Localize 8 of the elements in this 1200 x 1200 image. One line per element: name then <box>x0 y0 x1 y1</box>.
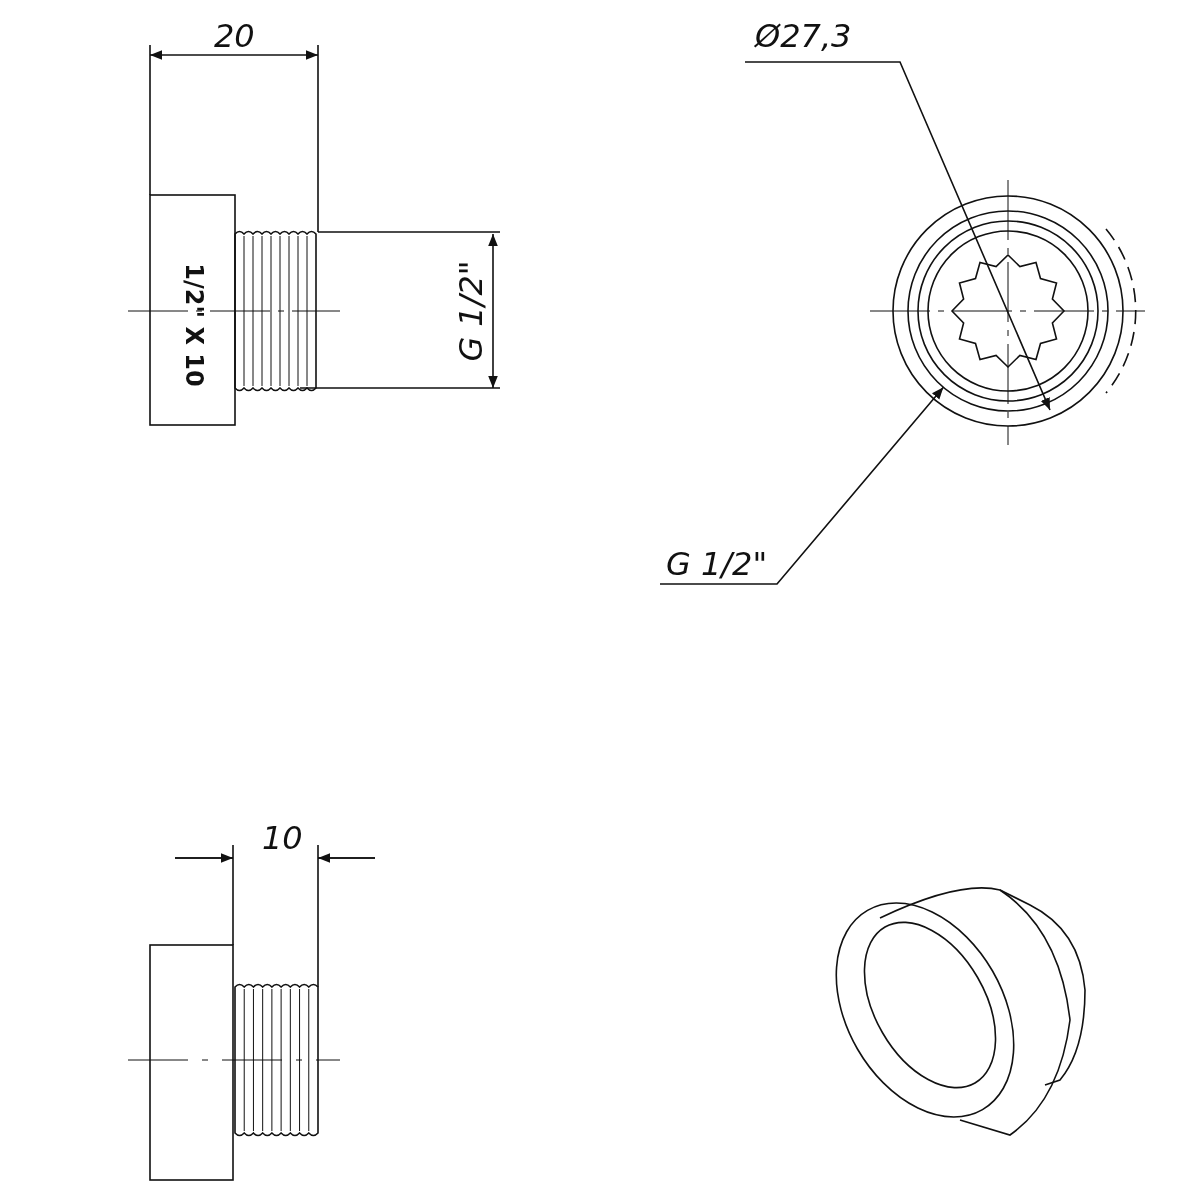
leader-line <box>659 386 945 585</box>
dimension-value: 20 <box>214 20 255 52</box>
dimension-value: Ø27,3 <box>755 20 852 52</box>
thread-circle <box>907 210 1109 412</box>
part-marking: 1/2" X 10 <box>181 263 206 387</box>
dimension-value: 10 <box>262 822 303 854</box>
dimension-value: G 1/2" <box>454 260 487 362</box>
thread-label: G 1/2" <box>666 548 768 580</box>
